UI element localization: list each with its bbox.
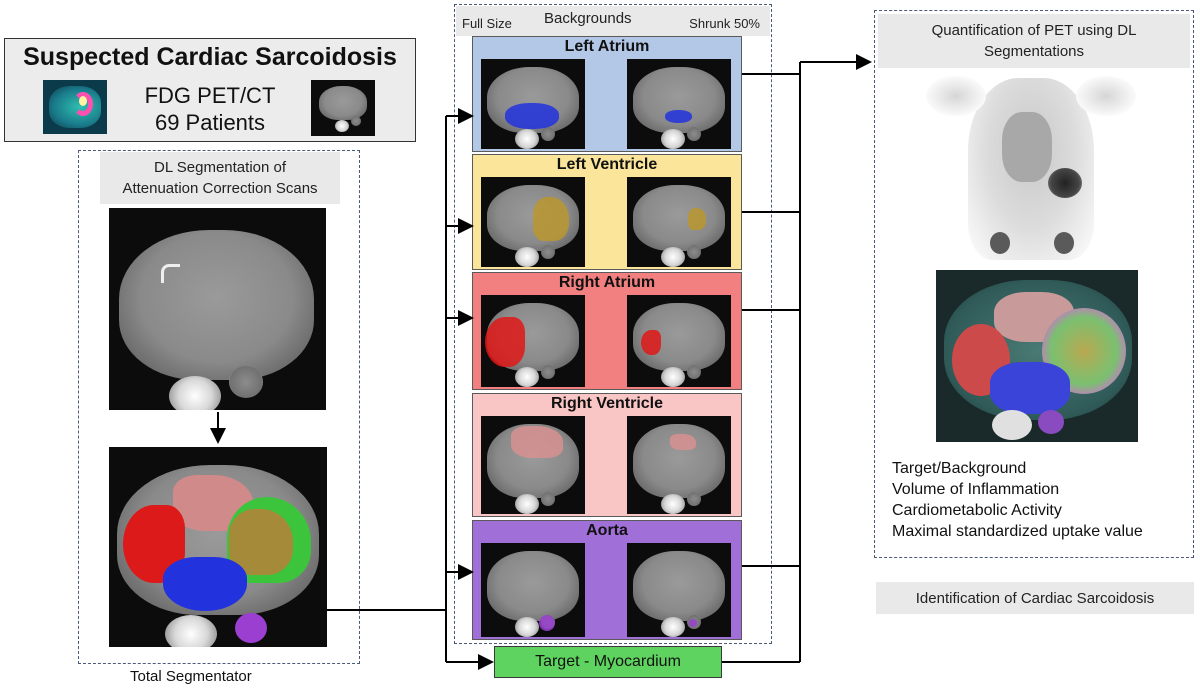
panel-right-ventricle: Right Ventricle [472, 393, 742, 517]
ct-scan-segmented [109, 447, 327, 647]
quantification-section [874, 10, 1194, 558]
ct-full-right-atrium [481, 295, 585, 387]
segmentation-heading: DL Segmentation of Attenuation Correctio… [100, 152, 340, 204]
ct-shrunk-left-atrium [627, 59, 731, 149]
panel-title: Right Atrium [558, 274, 656, 291]
panel-left-ventricle: Left Ventricle [472, 154, 742, 270]
patient-count: 69 Patients [154, 110, 266, 135]
modality-label: FDG PET/CT [144, 83, 276, 108]
metric-volume-inflammation: Volume of Inflammation [892, 481, 1060, 498]
ct-shrunk-aorta [627, 543, 731, 637]
target-myocardium-box: Target - Myocardium [494, 646, 722, 678]
panel-title: Left Atrium [564, 38, 650, 55]
right-atrium-overlay [485, 317, 525, 367]
panel-left-atrium: Left Atrium [472, 36, 742, 152]
col-shrunk: Shrunk 50% [689, 16, 760, 31]
ct-shrunk-right-ventricle [627, 416, 731, 514]
metric-max-suv: Maximal standardized uptake value [892, 523, 1143, 540]
panel-title: Left Ventricle [556, 156, 658, 173]
left-atrium-overlay [664, 109, 692, 123]
panel-aorta: Aorta [472, 520, 742, 640]
ct-shrunk-left-ventricle [627, 177, 731, 267]
backgrounds-section [454, 4, 772, 644]
right-atrium-overlay [641, 329, 661, 355]
col-full-size: Full Size [462, 16, 512, 31]
ct-full-left-ventricle [481, 177, 585, 267]
study-title: Suspected Cardiac Sarcoidosis [23, 43, 397, 71]
left-atrium-overlay [505, 103, 559, 129]
title-box: Suspected Cardiac Sarcoidosis FDG PET/CT… [4, 38, 416, 142]
metric-cardiometabolic-activity: Cardiometabolic Activity [892, 502, 1062, 519]
backgrounds-heading: Full Size Backgrounds Shrunk 50% [456, 6, 770, 36]
metric-target-background: Target/Background [892, 460, 1027, 477]
target-label: Target - Myocardium [535, 653, 681, 670]
right-ventricle-overlay [670, 434, 696, 450]
panel-title: Right Ventricle [550, 395, 664, 412]
panel-title: Aorta [586, 522, 628, 539]
left-atrium-segment [163, 557, 247, 611]
ct-full-left-atrium [481, 59, 585, 149]
segmentation-caption: Total Segmentator [130, 668, 252, 685]
ct-thumbnail [311, 80, 375, 136]
result-label: Identification of Cardiac Sarcoidosis [915, 589, 1155, 607]
backgrounds-title: Backgrounds [544, 10, 632, 27]
pet-thumbnail [43, 80, 107, 134]
aorta-overlay [689, 619, 697, 627]
myocardium-segment [229, 509, 293, 575]
left-ventricle-overlay [533, 197, 569, 241]
result-box: Identification of Cardiac Sarcoidosis [876, 582, 1194, 614]
aorta-overlay [539, 615, 555, 631]
panel-right-atrium: Right Atrium [472, 272, 742, 390]
ct-scan-raw [109, 208, 326, 410]
metrics-list: Target/Background Volume of Inflammation… [892, 458, 1182, 542]
fused-pet-ct-image [936, 270, 1138, 442]
ct-full-aorta [481, 543, 585, 637]
ct-shrunk-right-atrium [627, 295, 731, 387]
left-ventricle-overlay [688, 208, 706, 230]
ct-full-right-ventricle [481, 416, 585, 514]
quantification-heading: Quantification of PET using DL Segmentat… [878, 14, 1190, 68]
segmentation-section [78, 150, 360, 664]
pet-mip-image [918, 72, 1144, 260]
right-ventricle-overlay [511, 426, 563, 458]
aorta-segment [235, 613, 267, 643]
